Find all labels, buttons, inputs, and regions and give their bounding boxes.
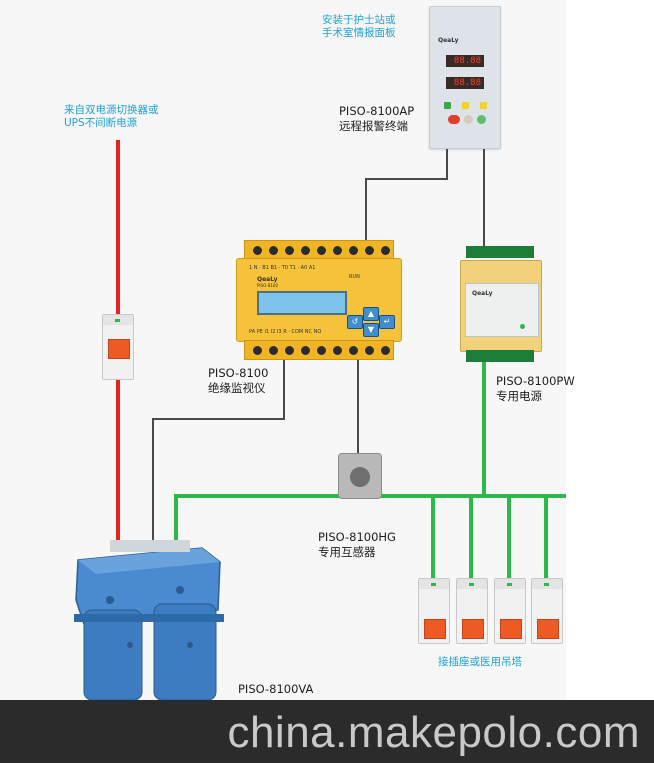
psu-desc-label: 专用电源 xyxy=(496,389,542,403)
panel-led-green xyxy=(444,102,451,109)
psu-bottom-terminals xyxy=(466,350,534,362)
transformer-model-label: PISO-8100VA xyxy=(238,682,314,696)
signal-wire-panel-v2 xyxy=(365,178,367,242)
ct-desc-label: 专用互感器 xyxy=(318,545,376,559)
panel-alarm-button xyxy=(448,115,460,124)
psu-led xyxy=(520,324,525,329)
signal-wire-xf-h xyxy=(152,418,285,420)
monitor-bottom-terminal-block xyxy=(244,340,394,360)
monitor-key-up: ▲ xyxy=(363,307,379,321)
outlets-label: 接插座或医用吊塔 xyxy=(438,656,522,668)
source-note-label: 来自双电源切换器或 UPS不间断电源 xyxy=(64,104,159,129)
signal-wire-xf-down xyxy=(152,418,154,546)
monitor-model-small: PISO-8100 xyxy=(257,283,279,288)
monitor-body: 1 N · B1 B1 · T0 T1 · A0 A1 QeaLy PISO-8… xyxy=(236,258,402,342)
green-branch-4 xyxy=(544,494,548,580)
current-transformer xyxy=(338,453,382,499)
green-branch-1 xyxy=(431,494,435,580)
signal-wire-panel-h xyxy=(365,178,447,180)
remote-alarm-panel: QeaLy 88.88 88.88 xyxy=(429,6,501,149)
panel-display-top: 88.88 xyxy=(446,55,484,67)
monitor-top-terminal-labels: 1 N · B1 B1 · T0 T1 · A0 A1 xyxy=(249,265,316,271)
green-psu-feed xyxy=(482,362,486,496)
signal-wire-psu xyxy=(483,146,485,250)
psu-model-label: PISO-8100PW xyxy=(496,374,575,388)
monitor-run-led: RUN xyxy=(349,274,360,280)
panel-brand: QeaLy xyxy=(438,37,459,44)
psu-body: QeaLy xyxy=(460,260,542,352)
outlet-breaker-4 xyxy=(531,578,563,644)
watermark-text: china.makepolo.com xyxy=(227,708,640,757)
panel-mount-label: 安装于护士站或 手术室情报面板 xyxy=(322,14,396,39)
monitor-top-terminal-block xyxy=(244,240,394,260)
right-margin xyxy=(566,0,654,700)
psu-brand: QeaLy xyxy=(472,290,493,297)
monitor-key-back: ↺ xyxy=(347,315,363,329)
panel-test-button xyxy=(477,115,486,124)
green-bus-down xyxy=(174,494,178,554)
psu-top-terminals xyxy=(466,246,534,258)
power-supply-module: QeaLy xyxy=(460,246,542,364)
panel-mute-button xyxy=(464,115,473,124)
monitor-model-label: PISO-8100 xyxy=(208,366,269,380)
monitor-brand: QeaLy xyxy=(257,276,278,283)
remote-desc-label: 远程报警终端 xyxy=(339,119,408,133)
supply-breaker xyxy=(102,314,134,380)
monitor-key-down: ▼ xyxy=(363,323,379,337)
insulation-monitor: 1 N · B1 B1 · T0 T1 · A0 A1 QeaLy PISO-8… xyxy=(236,240,402,360)
signal-wire-ct xyxy=(357,356,359,456)
ct-model-label: PISO-8100HG xyxy=(318,530,396,544)
signal-wire-panel-v1 xyxy=(446,146,448,180)
signal-wire-xf-v xyxy=(283,356,285,420)
panel-led-yellow-2 xyxy=(480,102,487,109)
isolation-transformer xyxy=(74,540,224,700)
outlet-breaker-1 xyxy=(418,578,450,644)
green-branch-3 xyxy=(507,494,511,580)
green-branch-2 xyxy=(469,494,473,580)
monitor-lcd xyxy=(257,291,347,315)
watermark-bar: china.makepolo.com xyxy=(0,700,654,763)
monitor-key-enter: ↵ xyxy=(379,315,395,329)
outlet-breaker-2 xyxy=(456,578,488,644)
outlet-breaker-3 xyxy=(494,578,526,644)
psu-faceplate: QeaLy xyxy=(465,283,539,337)
panel-led-yellow xyxy=(462,102,469,109)
panel-display-bottom: 88.88 xyxy=(446,77,484,89)
remote-model-label: PISO-8100AP xyxy=(339,104,415,118)
monitor-bottom-terminal-labels: PA PE I1 I2 I3 R · COM NC NO xyxy=(249,329,322,335)
monitor-desc-label: 绝缘监视仪 xyxy=(208,381,266,395)
